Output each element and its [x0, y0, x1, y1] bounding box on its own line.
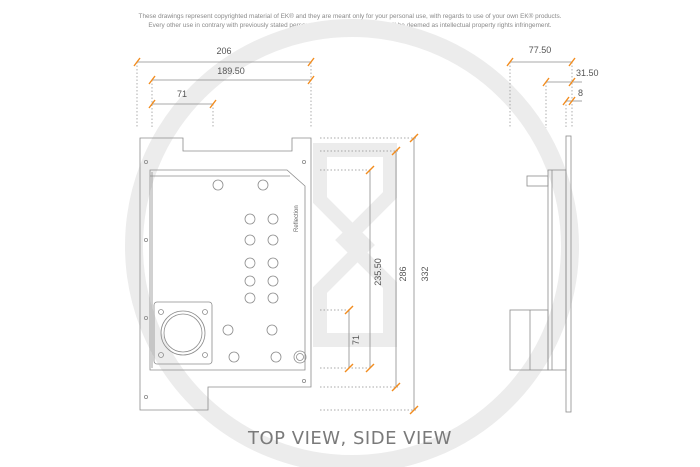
dim-height-71: 71	[351, 335, 361, 345]
dim-width-71: 71	[177, 89, 187, 99]
side-dimension-lines	[509, 62, 573, 128]
width-dimension-bars	[137, 61, 311, 105]
dim-width-206: 206	[216, 46, 231, 56]
copyright-line-1: These drawings represent copyrighted mat…	[138, 13, 562, 20]
view-caption: TOP VIEW, SIDE VIEW	[248, 428, 452, 449]
height-dimension-lines	[320, 137, 416, 411]
dim-depth-31-50: 31.50	[576, 68, 599, 78]
dim-height-332: 332	[420, 266, 430, 281]
top-view-ports	[212, 179, 282, 363]
width-dimension-lines	[136, 62, 312, 128]
side-dimension-bars	[510, 61, 582, 102]
top-view-mounting-holes	[143, 159, 306, 399]
dim-height-286: 286	[398, 266, 408, 281]
side-view-profile	[509, 135, 572, 413]
height-dimension-bars	[348, 138, 415, 410]
side-dimension-ticks	[506, 57, 576, 106]
ek-watermark-logo	[125, 19, 579, 467]
dim-height-235-50: 235.50	[373, 258, 383, 286]
width-dimension-ticks	[133, 57, 315, 109]
dim-depth-8: 8	[578, 88, 583, 98]
plate-label-reflection: Reflection	[294, 205, 300, 232]
dim-width-189-50: 189.50	[217, 66, 245, 76]
dim-depth-77-50: 77.50	[529, 45, 552, 55]
height-dimension-ticks	[344, 133, 419, 415]
top-view-plate	[139, 137, 312, 411]
